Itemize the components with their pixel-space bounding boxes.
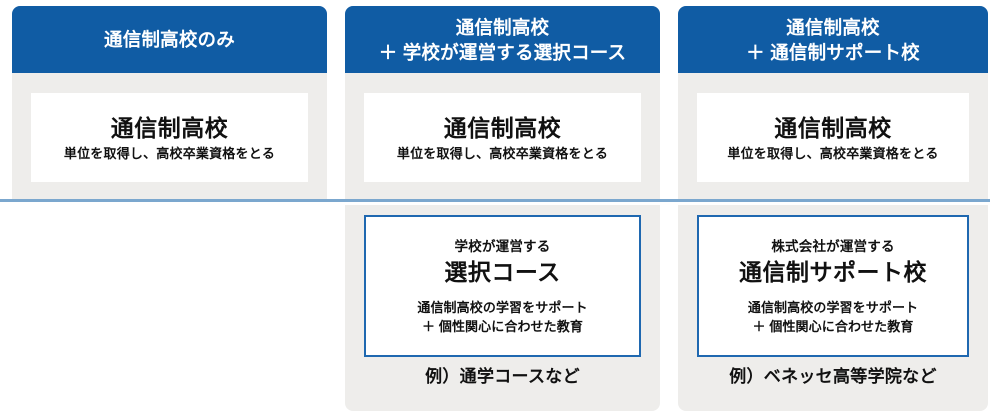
column-2-school-box: 通信制高校 単位を取得し、高校卒業資格をとる bbox=[364, 93, 641, 182]
column-1-school-subtitle: 単位を取得し、高校卒業資格をとる bbox=[63, 145, 276, 161]
column-2-bottom-card: 学校が運営する 選択コース 通信制高校の学習をサポート ＋ 個性関心に合わせた教… bbox=[345, 205, 660, 411]
column-3-support-kicker: 株式会社が運営する bbox=[771, 238, 895, 254]
column-2-option-box: 学校が運営する 選択コース 通信制高校の学習をサポート ＋ 個性関心に合わせた教… bbox=[364, 215, 641, 357]
column-3-bottom-card: 株式会社が運営する 通信制サポート校 通信制高校の学習をサポート ＋ 個性関心に… bbox=[678, 205, 988, 411]
column-2-school-title: 通信制高校 bbox=[443, 114, 562, 141]
horizontal-divider bbox=[0, 199, 990, 202]
column-2-header: 通信制高校 ＋ 学校が運営する選択コース bbox=[345, 6, 660, 73]
column-3-example-label: 例）ベネッセ高等学院など bbox=[729, 367, 937, 386]
column-2-top-card: 通信制高校 ＋ 学校が運営する選択コース 通信制高校 単位を取得し、高校卒業資格… bbox=[345, 6, 660, 200]
column-2-option-description: 通信制高校の学習をサポート ＋ 個性関心に合わせた教育 bbox=[417, 298, 587, 336]
column-3-header-line-1: 通信制高校 bbox=[786, 16, 880, 38]
column-3-support-title: 通信制サポート校 bbox=[739, 258, 927, 285]
column-3-support-desc-line-1: 通信制高校の学習をサポート bbox=[747, 299, 919, 315]
column-2-option-desc-line-1: 通信制高校の学習をサポート bbox=[417, 299, 588, 315]
column-2-option-desc-line-2: ＋ 個性関心に合わせた教育 bbox=[422, 318, 583, 334]
column-3-support-box: 株式会社が運営する 通信制サポート校 通信制高校の学習をサポート ＋ 個性関心に… bbox=[697, 215, 969, 357]
column-3-header: 通信制高校 ＋ 通信制サポート校 bbox=[678, 6, 988, 73]
column-1-top-card: 通信制高校のみ 通信制高校 単位を取得し、高校卒業資格をとる bbox=[12, 6, 327, 200]
column-3-school-title: 通信制高校 bbox=[774, 114, 892, 141]
column-2-option-title: 選択コース bbox=[444, 258, 561, 285]
column-3-header-line-2: ＋ 通信制サポート校 bbox=[746, 41, 920, 63]
column-2-example-label: 例）通学コースなど bbox=[425, 367, 580, 386]
column-3-top-card: 通信制高校 ＋ 通信制サポート校 通信制高校 単位を取得し、高校卒業資格をとる bbox=[678, 6, 988, 200]
column-1-school-title: 通信制高校 bbox=[110, 114, 229, 141]
column-2-school-subtitle: 単位を取得し、高校卒業資格をとる bbox=[396, 145, 609, 161]
column-3-school-box: 通信制高校 単位を取得し、高校卒業資格をとる bbox=[697, 93, 969, 182]
column-3-support-description: 通信制高校の学習をサポート ＋ 個性関心に合わせた教育 bbox=[748, 298, 918, 336]
column-1-school-box: 通信制高校 単位を取得し、高校卒業資格をとる bbox=[31, 93, 308, 182]
column-2-header-line-1: 通信制高校 bbox=[455, 16, 550, 38]
column-3-support-desc-line-2: ＋ 個性関心に合わせた教育 bbox=[752, 318, 914, 334]
column-2-header-line-2: ＋ 学校が運営する選択コース bbox=[378, 41, 627, 63]
column-1-header-line-1: 通信制高校のみ bbox=[104, 29, 235, 50]
column-2-option-kicker: 学校が運営する bbox=[454, 238, 551, 254]
column-3-school-subtitle: 単位を取得し、高校卒業資格をとる bbox=[727, 145, 939, 161]
column-1-header: 通信制高校のみ bbox=[12, 6, 327, 73]
